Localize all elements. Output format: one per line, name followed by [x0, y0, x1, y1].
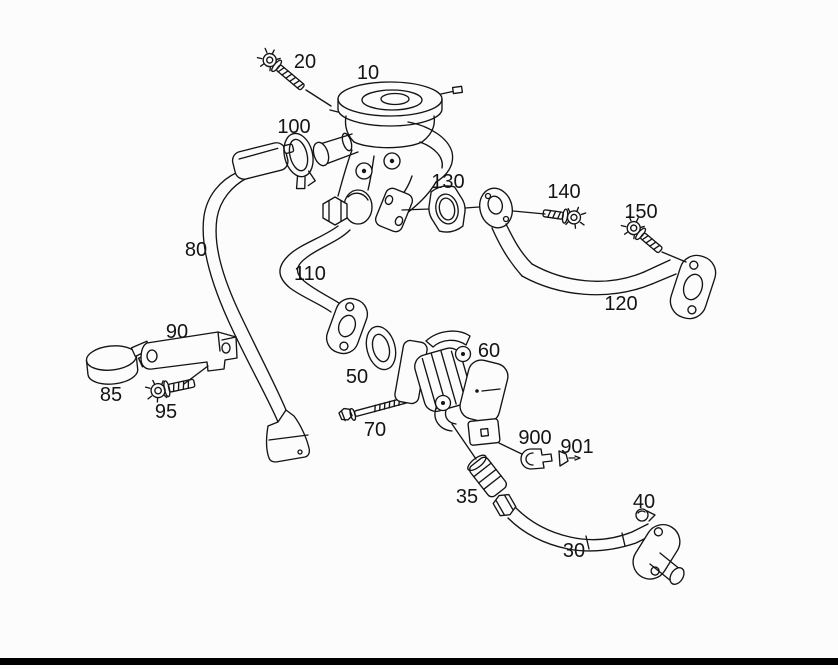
leader-line-20 — [305, 89, 332, 107]
leader-line-60-to-35 — [451, 423, 477, 460]
callout-50[interactable]: 50 — [346, 366, 368, 388]
part-80-formed-tube — [202, 142, 311, 463]
callout-60[interactable]: 60 — [478, 340, 500, 362]
callout-900[interactable]: 900 — [518, 427, 551, 449]
part-95-screw — [144, 365, 209, 403]
part-140-screw — [512, 206, 587, 229]
part-900-connector — [520, 448, 553, 470]
callout-85[interactable]: 85 — [100, 384, 122, 406]
callout-10[interactable]: 10 — [357, 62, 379, 84]
part-50-gasket — [365, 325, 397, 371]
part-40-retainer — [635, 508, 656, 522]
callout-80[interactable]: 80 — [185, 239, 207, 261]
callout-100[interactable]: 100 — [277, 116, 310, 138]
part-20-screw — [256, 47, 332, 107]
callout-95[interactable]: 95 — [155, 401, 177, 423]
leader-line-130-left — [401, 208, 431, 211]
part-110-vent-hose — [279, 225, 369, 355]
part-35-fitting — [467, 454, 517, 517]
callout-901[interactable]: 901 — [560, 436, 593, 458]
callout-70[interactable]: 70 — [364, 419, 386, 441]
part-30-air-hose — [507, 507, 685, 585]
part-60-valve-assembly — [394, 330, 529, 460]
part-120-egr-pipe — [479, 187, 717, 320]
callout-20[interactable]: 20 — [294, 51, 316, 73]
callout-140[interactable]: 140 — [547, 181, 580, 203]
callout-40[interactable]: 40 — [633, 491, 655, 513]
callout-150[interactable]: 150 — [624, 201, 657, 223]
part-10-air-valve — [312, 81, 464, 233]
callout-90[interactable]: 90 — [166, 321, 188, 343]
callout-130[interactable]: 130 — [431, 171, 464, 193]
callout-35[interactable]: 35 — [456, 486, 478, 508]
callout-30[interactable]: 30 — [563, 540, 585, 562]
callout-120[interactable]: 120 — [604, 293, 637, 315]
part-90-bracket — [140, 331, 238, 372]
leader-line-130-right — [464, 206, 480, 209]
part-100-hose-clamp — [283, 132, 316, 190]
part-150-screw — [620, 215, 687, 263]
leader-line-150 — [661, 251, 687, 263]
leader-line-95 — [183, 365, 209, 385]
part-130-gasket — [401, 185, 480, 233]
bottom-border-bar — [0, 658, 838, 665]
callout-110[interactable]: 110 — [294, 263, 326, 285]
part-901-plug — [558, 450, 581, 467]
leader-line-140 — [512, 210, 546, 215]
